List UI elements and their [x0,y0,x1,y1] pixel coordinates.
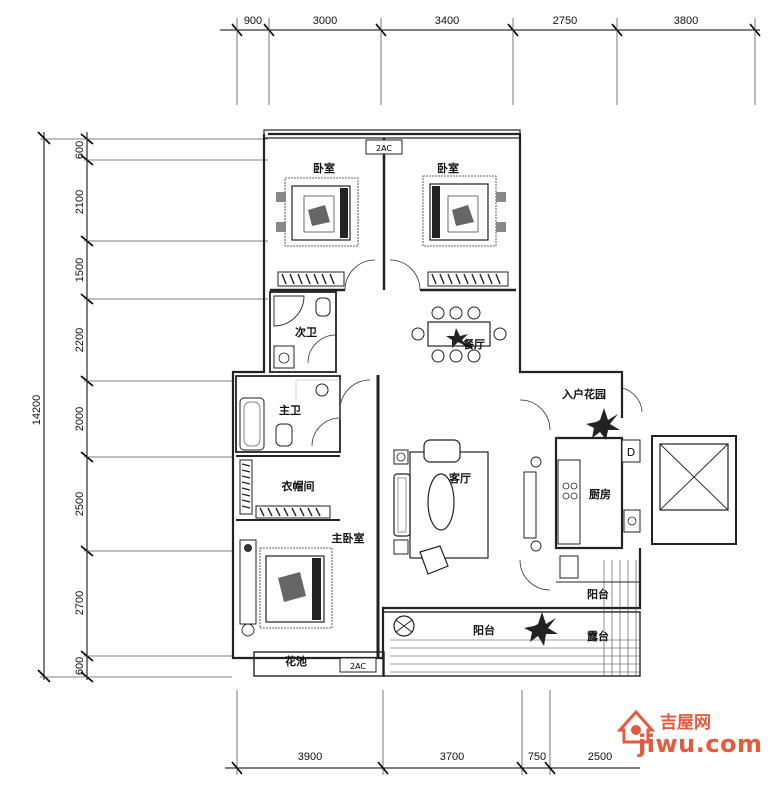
top-dim-4: 2750 [553,15,577,27]
left-dim-6: 2500 [74,492,86,516]
room-label-bedroom-1: 卧室 [313,161,335,175]
left-dim-7: 2700 [74,591,86,615]
shaft-label: D [627,446,635,459]
left-dim-3: 1500 [74,258,86,282]
room-label-dining: 餐厅 [462,337,485,351]
left-dim-1: 600 [74,141,86,159]
total-height-dim: 14200 [31,395,43,426]
room-label-closet: 衣帽间 [282,479,315,493]
top-dim-1: 900 [244,15,262,27]
walls [231,129,737,677]
room-label-balcony-main: 阳台 [473,623,495,637]
deck-hatching [390,560,640,676]
plant-icon [393,408,620,646]
top-dim-2: 3000 [313,15,337,27]
watermark: 吉屋网 jiwu.com [602,706,762,762]
closet-rack-icon [239,459,331,519]
ac-unit-top [365,139,403,155]
room-label-balcony-small: 阳台 [587,587,609,601]
bed-icon [276,177,359,287]
bottom-dim-3: 750 [528,751,546,763]
ac-unit-bottom [339,657,377,673]
bottom-dim-2: 3700 [440,751,464,763]
top-dim-3: 3400 [435,15,459,27]
sofa-icon [393,439,542,575]
room-label-entry-garden: 入户花园 [562,387,606,401]
left-dimension-chain: 14200 600 2100 1500 2200 2000 2500 2700 … [31,131,268,683]
bed-icon [422,175,509,287]
bottom-dim-4: 2500 [588,751,612,763]
left-dim-4: 2200 [74,328,86,352]
watermark-domain: jiwu.com [638,730,763,758]
kitchen-counter-icon [557,439,641,579]
room-label-master-bath: 主卫 [279,403,301,417]
doors [307,259,643,591]
left-dim-5: 2000 [74,407,86,431]
bathtub-icon [239,379,341,451]
room-label-terrace: 露台 [587,629,609,643]
room-label-flower-bed: 花池 [285,654,307,668]
room-label-kitchen: 厨房 [589,487,611,501]
room-label-bedroom-2: 卧室 [437,161,459,175]
watermark-name: 吉屋网 [660,713,711,733]
dining-table-icon [411,306,507,363]
ac-units: 2AC 2AC [339,139,403,673]
room-label-master-bedroom: 主卧室 [332,531,365,545]
left-dim-8: 600 [74,657,86,675]
ac-label-top: 2AC [376,144,392,153]
top-dim-5: 3800 [674,15,698,27]
left-dim-2: 2100 [74,190,86,214]
bottom-dim-1: 3900 [298,751,322,763]
ac-label-bottom: 2AC [350,662,366,671]
house-logo-icon [616,709,656,744]
top-dimension-chain: 900 3000 3400 2750 3800 [220,15,761,105]
bottom-dimension-chain: 3900 3700 750 2500 [225,690,640,775]
room-label-living: 客厅 [448,471,471,485]
bed-icon [239,539,333,637]
shower-icon [273,295,331,369]
room-label-second-bath: 次卫 [295,325,317,339]
